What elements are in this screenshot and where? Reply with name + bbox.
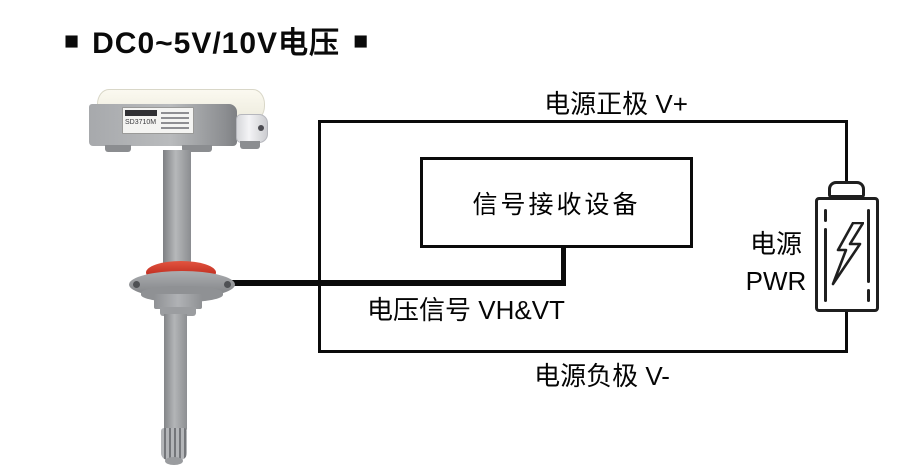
sensor-foot <box>240 141 260 149</box>
signal-receiver-box: 信号接收设备 <box>420 157 693 248</box>
sensor-cable <box>222 280 566 286</box>
sensor-label-sticker: SD3710M <box>122 107 194 134</box>
sensor-probe <box>164 314 187 430</box>
battery-terminal-line-icon <box>824 228 827 302</box>
battery-terminal-line-icon <box>867 209 870 283</box>
title-square-left-icon: ■ <box>64 26 80 55</box>
battery-terminal-line-icon <box>867 289 870 302</box>
label-power-negative: 电源负极 V- <box>534 361 670 391</box>
sensor-tip-cap <box>165 457 183 465</box>
flange-hole <box>133 281 140 288</box>
sensor-stem-tube <box>163 150 191 265</box>
sensor-hex-fitting-lower <box>160 307 196 316</box>
battery-terminal-line-icon <box>824 209 827 222</box>
sensor-label-specline <box>161 127 189 129</box>
sensor-hex-fitting <box>154 294 202 309</box>
label-power-source-cn: 电源 <box>749 229 802 259</box>
sensor-foot <box>182 145 212 152</box>
wire-loop-left <box>318 120 321 353</box>
flange-hole <box>224 281 231 288</box>
label-power-source: 电源 PWR <box>738 226 814 300</box>
page-title-text: DC0~5V/10V电压 <box>92 27 341 60</box>
sensor-label-specline <box>161 122 189 124</box>
label-power-source-en: PWR <box>745 266 807 296</box>
gland-hole <box>258 125 264 131</box>
sensor-label-bar <box>125 110 157 116</box>
label-power-positive: 电源正极 V+ <box>544 89 688 119</box>
sensor-foot <box>105 145 131 152</box>
title-square-right-icon: ■ <box>353 26 369 55</box>
wire-power-positive <box>318 120 848 123</box>
wire-power-negative <box>318 350 848 353</box>
wire-signal-drop <box>561 247 566 286</box>
page-title: ■ DC0~5V/10V电压 ■ <box>64 20 368 60</box>
battery-icon <box>815 197 879 312</box>
wire-battery-positive-lead <box>845 120 848 182</box>
signal-receiver-label: 信号接收设备 <box>472 190 641 219</box>
sensor-label-specline <box>161 117 189 119</box>
sensor-label-specline <box>161 112 189 114</box>
sensor-label-model: SD3710M <box>125 119 157 126</box>
sensor-cable-gland <box>236 114 268 143</box>
wire-battery-negative-lead <box>845 311 848 353</box>
label-voltage-signal: 电压信号 VH&VT <box>367 295 565 325</box>
battery-cap-icon <box>828 181 865 198</box>
lightning-bolt-icon <box>831 222 864 286</box>
sensor-filter-tip <box>161 428 187 460</box>
